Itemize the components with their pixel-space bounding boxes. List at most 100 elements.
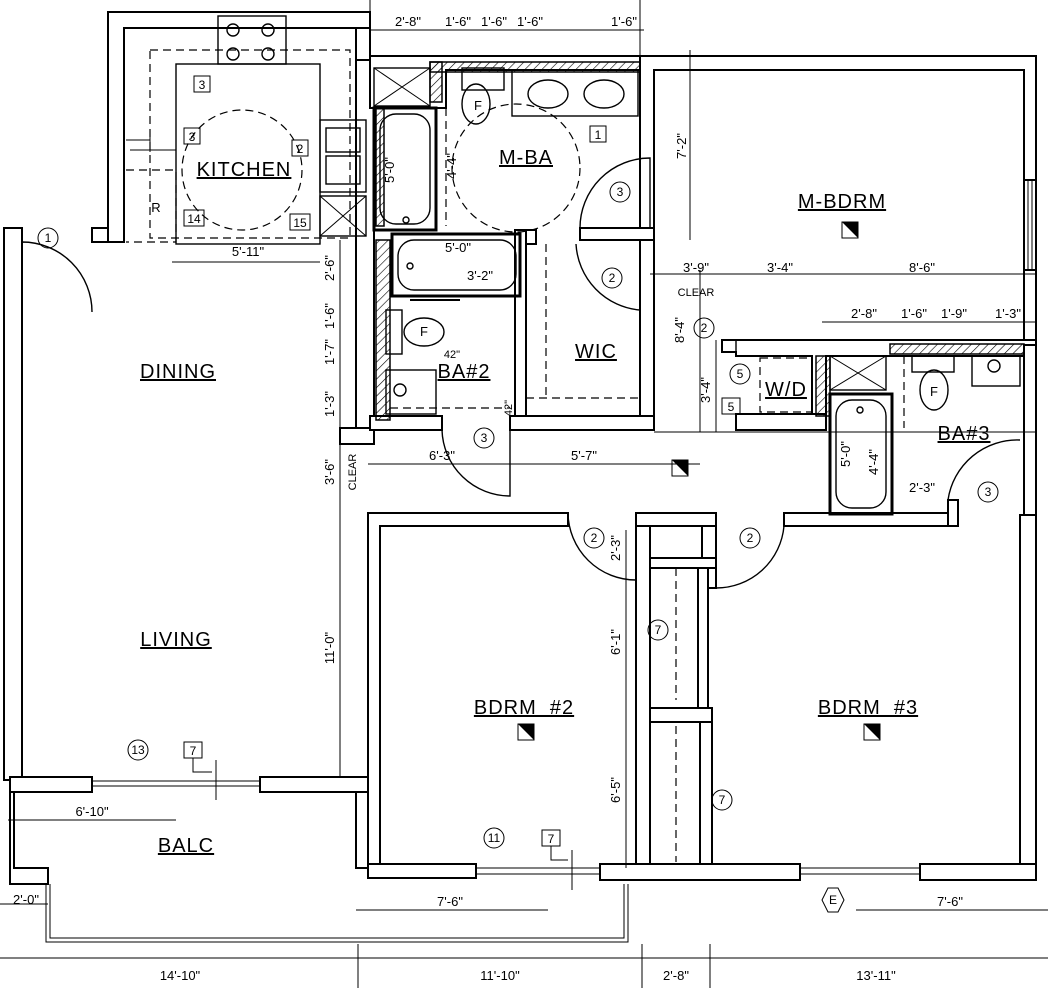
tag-3-mba: 3	[617, 185, 624, 199]
laundry-fixtures	[759, 355, 1021, 516]
ba3-tub	[835, 399, 887, 509]
dimension-text: 2'-8" 1'-6" 1'-6" 1'-6" 1'-6" 5'-11" 7'-…	[13, 14, 1021, 983]
left-exterior-wall	[3, 227, 23, 781]
bedroom-bottom-wall-mid	[599, 863, 801, 881]
tag-15: 15	[293, 216, 307, 230]
closet-wall-left	[635, 525, 651, 869]
dim-top-1-6-a: 1'-6"	[445, 14, 471, 29]
bedroom2-top-left-wall	[367, 512, 569, 869]
ba3-sink	[987, 359, 1001, 373]
wic-fixtures	[526, 244, 640, 399]
tag-2-wic: 2	[609, 271, 616, 285]
mba-shower-x	[373, 67, 431, 107]
bedroom3-label: BDRM #3	[818, 697, 918, 719]
tag-13: 13	[131, 743, 145, 757]
ba2-toilet-tank	[385, 309, 403, 355]
master-bedroom-window	[1027, 180, 1033, 270]
closet-wall-right-bottom	[699, 721, 713, 869]
dim-v-1-7: 1'-7"	[322, 339, 337, 365]
dim-bottom-11-10: 11'-10"	[480, 968, 520, 983]
kitchen-fixtures	[126, 15, 367, 245]
dim-ba2-5-0: 5'-0"	[445, 240, 471, 255]
tag-2-bd2: 2	[591, 531, 598, 545]
dim-balc-2-0: 2'-0"	[13, 892, 39, 907]
mba-turning-circle	[451, 103, 581, 233]
tag-1-entry: 1	[45, 231, 52, 245]
ba3-door-swing	[947, 439, 1021, 501]
tag-3-kitchen-b: 3	[189, 130, 196, 144]
mba-door-wall	[579, 227, 655, 241]
dim-ba3-4-4: 4'-4"	[866, 449, 881, 475]
dim-v-2-6: 2'-6"	[322, 255, 337, 281]
mba-tub	[379, 113, 431, 225]
dim-top-1-6-d: 1'-6"	[611, 14, 637, 29]
dim-h-1-6: 1'-6"	[901, 306, 927, 321]
dim-hall-6-3: 6'-3"	[429, 448, 455, 463]
dim-ba3-5-0: 5'-0"	[838, 441, 853, 467]
dim-bd2-7-6: 7'-6"	[437, 894, 463, 909]
dim-bd3-7-6: 7'-6"	[937, 894, 963, 909]
ba3-shower	[829, 355, 887, 391]
wic-label: WIC	[575, 341, 617, 363]
dim-top-1-6-b: 1'-6"	[481, 14, 507, 29]
dim-v-1-3: 1'-3"	[322, 391, 337, 417]
tag-2-kitchen: 2	[297, 142, 304, 156]
ba3-hatch-top	[889, 343, 1025, 355]
room-labels: KITCHEN DINING LIVING BALC M-BA M-BDRM W…	[140, 147, 989, 857]
balcony-rail	[45, 884, 629, 943]
tag-7-closet-a: 7	[655, 623, 662, 637]
dim-h-3-9: 3'-9"	[683, 260, 709, 275]
center-wall-foot	[339, 427, 375, 445]
tag-14: 14	[187, 212, 201, 226]
tag-e: E	[829, 893, 837, 907]
walls	[3, 11, 1037, 943]
tag-7-bd2: 7	[548, 832, 555, 846]
dim-v-3-4: 3'-4"	[698, 377, 713, 403]
dim-bottom-2-8: 2'-8"	[663, 968, 689, 983]
mba-shower	[373, 67, 431, 107]
mba-sink-2	[583, 79, 625, 109]
tag-7-living: 7	[190, 744, 197, 758]
master-bath-label: M-BA	[499, 147, 553, 169]
bath3-door-stub	[947, 499, 959, 527]
cooktop-burners	[226, 23, 275, 61]
dim-v-8-4: 8'-4"	[672, 317, 687, 343]
dishwasher-x	[319, 195, 367, 237]
dim-ba3-2-3: 2'-3"	[909, 480, 935, 495]
dim-h-1-3: 1'-3"	[995, 306, 1021, 321]
living-slider	[92, 780, 260, 787]
right-exterior-wall	[1019, 514, 1037, 881]
dim-bottom-13-11: 13'-11"	[856, 968, 896, 983]
ba2-vanity	[385, 369, 437, 415]
ba2-tub	[397, 239, 517, 291]
tag-3-ba2: 3	[481, 431, 488, 445]
kitchen-wall-stub	[91, 227, 109, 243]
mba-toilet-bowl	[461, 83, 491, 125]
mba-sink-1	[527, 79, 569, 109]
tag-2-hall: 2	[701, 321, 708, 335]
ba3-toilet-tank	[911, 355, 955, 373]
clear-note-left: CLEAR	[347, 454, 359, 491]
bedroom2-bottom-wall-left	[367, 863, 477, 879]
ba2-tub-frame	[390, 232, 522, 298]
ba2-tub-drain	[406, 262, 414, 270]
right-wall-bath3	[1023, 344, 1037, 516]
bedroom2-window	[476, 867, 600, 875]
ba3-tub-drain	[856, 406, 864, 414]
ba3-vanity	[971, 355, 1021, 387]
living-label: LIVING	[140, 629, 212, 651]
entry-door-swing	[21, 241, 93, 313]
bd3-marker-icon	[864, 724, 880, 740]
closet-divider-1	[649, 557, 717, 569]
bd2-marker-icon	[518, 724, 534, 740]
ba2-grab-note-b: 42"	[503, 400, 515, 416]
ba2-door-swing	[441, 429, 511, 497]
bd3-door-swing	[715, 525, 785, 589]
bedroom2-label: BDRM #2	[474, 697, 574, 719]
bath2-label: BA#2	[438, 361, 491, 383]
dim-ba2-3-2: 3'-2"	[467, 268, 493, 283]
hall-marker-icon	[672, 460, 688, 476]
ba2-fan-mark: F	[420, 324, 428, 339]
tag-7-closet-b: 7	[719, 793, 726, 807]
